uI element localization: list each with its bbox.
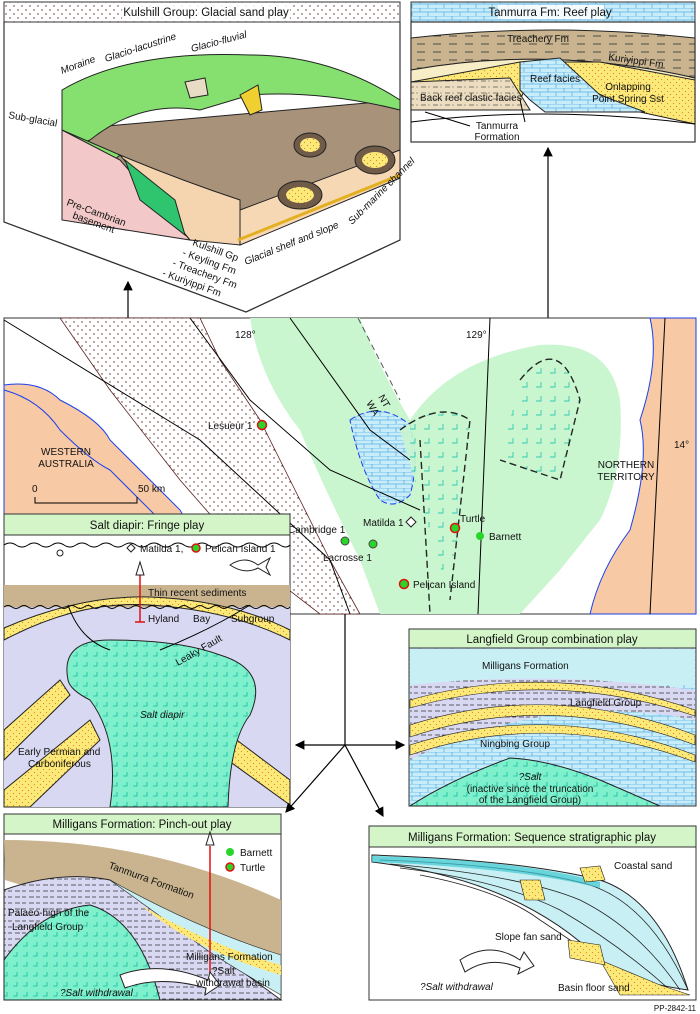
label-onlapping: Onlapping: [605, 82, 651, 93]
label-palaeo-high: Palaeo-high of the: [8, 908, 90, 919]
map-lat-14: 14°: [674, 440, 689, 451]
scale-zero: 0: [32, 484, 38, 495]
sequence-title: Milligans Formation: Sequence stratigrap…: [408, 832, 656, 844]
label-treachery-fm: Treachery Fm: [507, 34, 569, 45]
label-moraine: Moraine: [59, 54, 97, 77]
legend-barnett: Barnett: [240, 848, 272, 859]
label-bay: Bay: [193, 614, 210, 625]
legend-pelican: Pelican Island 1: [205, 544, 276, 555]
figure-id: PP-2842-11: [654, 1004, 697, 1013]
label-basin-floor: Basin floor sand: [558, 983, 630, 994]
pinchout-panel: Milligans Formation: Pinch-out play Barn…: [3, 813, 283, 1001]
label-inactive-2: of the Langfield Group): [479, 795, 581, 806]
land-northern-territory: [589, 317, 697, 615]
well-cambridge: Cambridge 1: [288, 525, 346, 536]
map: 128° 129° 14° NT WA WESTERN AUSTRALIA NO…: [3, 317, 697, 615]
salt-withdrawal-arrow: [119, 968, 221, 997]
well-pelican-icon: [398, 578, 410, 590]
fish-icon: [229, 556, 272, 577]
label-formation: Formation: [474, 132, 519, 143]
langfield-title: Langfield Group combination play: [466, 634, 638, 646]
well-lacrosse-icon: [368, 539, 378, 549]
salt-panel: Salt diapir: Fringe play Matilda 1, Peli…: [3, 513, 291, 808]
label-inactive-1: (inactive since the truncation: [467, 784, 594, 795]
well-pelican: Pelican Island: [413, 580, 475, 591]
tanmurra-panel: Tanmurra Fm: Reef play Treachery Fm Kuri…: [410, 1, 696, 143]
glacier-green: [61, 53, 401, 151]
label-thin-recent: Thin recent sediments: [148, 588, 246, 599]
label-ningbing: Ningbing Group: [480, 739, 550, 750]
well-matilda-icon: [405, 516, 417, 528]
label-point-spring: Point Spring Sst: [592, 94, 664, 105]
scale-bar: 0 50 km: [32, 484, 165, 504]
legend-barnett-icon: [226, 848, 234, 856]
label-sub-glacial: Sub-glacial: [7, 110, 58, 129]
well-barnett-icon: [476, 532, 484, 540]
map-western-2: AUSTRALIA: [38, 459, 94, 470]
legend-pelican-icon: [191, 543, 201, 553]
well-matilda: Matilda 1: [363, 518, 404, 529]
well-trace: [135, 575, 145, 623]
label-glacio-fluvial: Glacio-fluvial: [190, 29, 249, 55]
bubble-icon: [56, 549, 64, 557]
well-lesueur-icon: [256, 419, 268, 431]
label-langfield: Langfield Group: [12, 922, 84, 933]
kulshill-title: Kulshill Group: Glacial sand play: [123, 7, 289, 19]
map-lon-128: 128°: [235, 330, 256, 341]
well-cambridge-icon: [340, 536, 350, 546]
derrick-icon-2: [205, 830, 215, 846]
sequence-panel: Milligans Formation: Sequence stratigrap…: [368, 825, 697, 1001]
scale-50km: 50 km: [138, 484, 165, 495]
derrick-icon: [135, 560, 145, 576]
langfield-panel: Langfield Group combination play Milliga…: [408, 628, 697, 807]
map-lon-129: 129°: [466, 330, 487, 341]
label-milligans: Milligans Formation: [482, 661, 569, 672]
label-subgroup: Subgroup: [231, 614, 275, 625]
label-milligans-formation: Milligans Formation: [186, 952, 273, 963]
legend-matilda-icon: [126, 543, 136, 553]
pinchout-title: Milligans Formation: Pinch-out play: [53, 819, 232, 831]
well-turtle: Turtle: [460, 514, 486, 525]
label-early-permian: Early Permian and: [18, 747, 100, 758]
legend-matilda: Matilda 1,: [140, 544, 183, 555]
label-slope-fan: Slope fan sand: [495, 932, 562, 943]
label-salt-q: ?Salt: [519, 772, 543, 783]
well-turtle-icon: [449, 522, 461, 534]
salt-diapir-shape: [66, 639, 257, 808]
label-salt-withdrawal: ?Salt withdrawal: [60, 988, 134, 999]
map-northern-1: NORTHERN: [598, 460, 654, 471]
label-salt-withdrawal-2: ?Salt withdrawal: [420, 982, 494, 993]
label-reef-facies: Reef facies: [530, 74, 580, 85]
well-lacrosse: Lacrosse 1: [323, 553, 372, 564]
label-back-reef: Back reef clastic facies: [420, 93, 522, 104]
well-barnett: Barnett: [489, 532, 521, 543]
kulshill-panel: Kulshill Group: Glacial sand play Morain…: [3, 1, 418, 313]
label-salt-q: ?Salt: [212, 966, 235, 977]
salt-title: Salt diapir: Fringe play: [90, 520, 205, 532]
label-carboniferous: Carboniferous: [28, 759, 91, 770]
label-coastal-sand: Coastal sand: [614, 861, 672, 872]
legend-turtle-icon: [225, 862, 235, 872]
legend-turtle: Turtle: [240, 863, 266, 874]
well-lesueur: Lesueur 1: [208, 421, 253, 432]
play-arrows: [285, 614, 406, 818]
label-hyland: Hyland: [148, 614, 179, 625]
label-tanmurra: Tanmurra: [476, 121, 519, 132]
tanmurra-title: Tanmurra Fm: Reef play: [488, 7, 612, 19]
map-northern-2: TERRITORY: [597, 472, 655, 483]
label-withdrawal-basin: withdrawal basin: [195, 978, 270, 989]
label-salt-diapir: Salt diapir: [140, 710, 185, 721]
map-western-1: WESTERN: [41, 447, 91, 458]
wells: Lesueur 1 Cambridge 1 Lacrosse 1 Matilda…: [208, 419, 521, 591]
label-langfield-group: Langfield Group: [570, 698, 642, 709]
salt-withdrawal-arrow-2: [459, 949, 535, 975]
